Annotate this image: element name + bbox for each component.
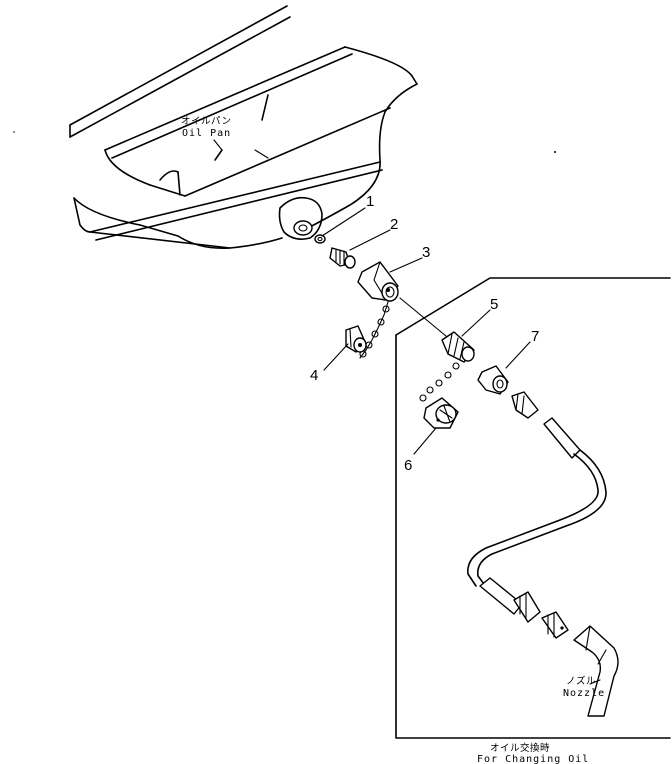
callout-3: 3 (422, 244, 430, 261)
callout-2: 2 (390, 216, 398, 233)
part-7-nut (477, 365, 509, 395)
nozzle-label-en: Nozzle (563, 688, 605, 699)
callout-5: 5 (490, 296, 498, 313)
nozzle-label-jp: ノズル (566, 675, 596, 687)
hose-assembly (467, 391, 619, 717)
callout-leaders (213, 139, 601, 685)
callout-1: 1 (366, 193, 374, 210)
part-2-valve-body (329, 247, 356, 269)
leader-3-5 (399, 297, 447, 337)
changing-oil-label-jp: オイル交換時 (490, 742, 550, 754)
part-4-cap (345, 325, 367, 353)
oil-pan (69, 5, 418, 250)
speck (13, 131, 15, 133)
part-5-nipple (441, 331, 475, 363)
chain-5-6 (419, 362, 460, 402)
callout-7: 6 (404, 457, 412, 474)
oil-pan-label-en: Oil Pan (182, 128, 231, 139)
callout-4: 4 (310, 367, 318, 384)
part-6-cap (423, 397, 459, 429)
changing-oil-frame (395, 277, 671, 739)
part-3-coupler (357, 261, 399, 302)
changing-oil-label-en: For Changing Oil (477, 754, 589, 764)
part-1-o-ring (314, 234, 326, 244)
speck (554, 151, 556, 153)
callout-6: 7 (531, 328, 539, 345)
oil-pan-label-jp: オイルパン (181, 116, 231, 127)
